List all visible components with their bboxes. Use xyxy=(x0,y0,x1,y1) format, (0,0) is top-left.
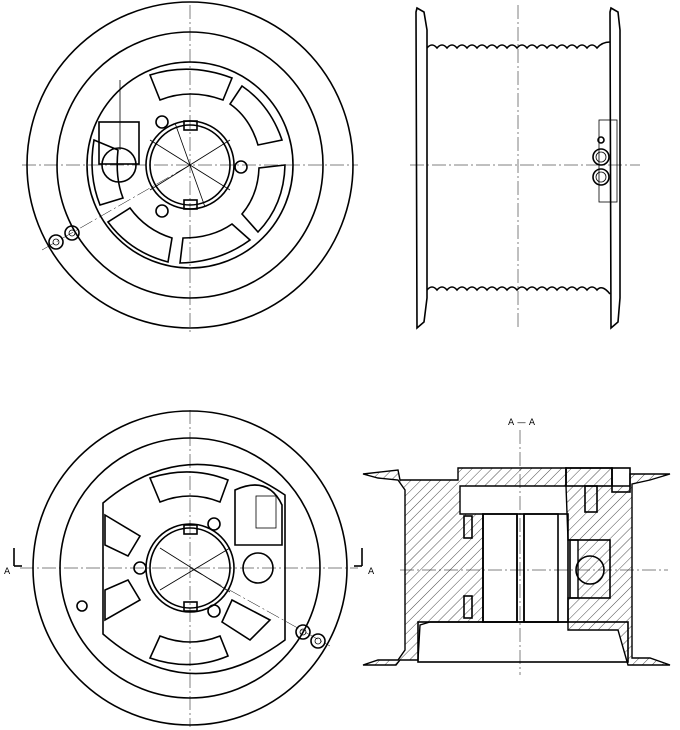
section-title: A — A xyxy=(508,418,536,428)
section-marker-right: A xyxy=(368,567,375,577)
front-view-top xyxy=(22,1,358,332)
front-view-bottom: A A xyxy=(4,410,375,727)
side-view-top xyxy=(410,5,640,330)
section-marker-left: A xyxy=(4,567,11,577)
section-view-a-a: A — A xyxy=(362,418,671,675)
